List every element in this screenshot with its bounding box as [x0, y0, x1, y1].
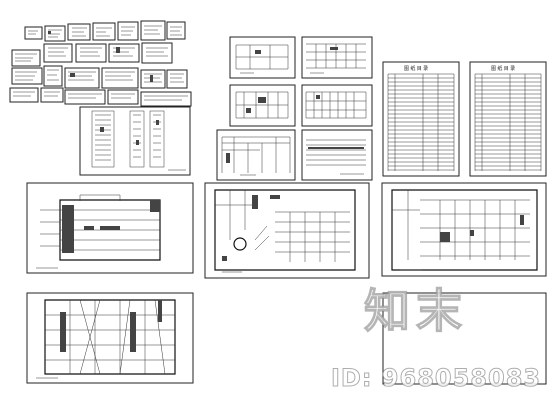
blank-sheet: [382, 292, 547, 385]
floor-plan-sheet-1: [204, 182, 370, 279]
elevation-sheet: [26, 182, 194, 274]
middle-detail-sheets: [216, 36, 373, 181]
foundation-plan-sheet: [26, 292, 194, 384]
index-table-title: 图 纸 目 录: [491, 65, 515, 72]
floor-plan-sheet-2: [381, 182, 547, 277]
watermark-id: ID: 968058083: [330, 364, 542, 392]
stair-detail-sheet: [79, 106, 191, 176]
drawing-index-tables: 图 纸 目 录 图 纸 目 录: [382, 61, 547, 177]
detail-sheet-cluster: [9, 20, 192, 107]
watermark-logo: 知末: [363, 284, 468, 338]
index-table-title: 图 纸 目 录: [404, 65, 428, 72]
